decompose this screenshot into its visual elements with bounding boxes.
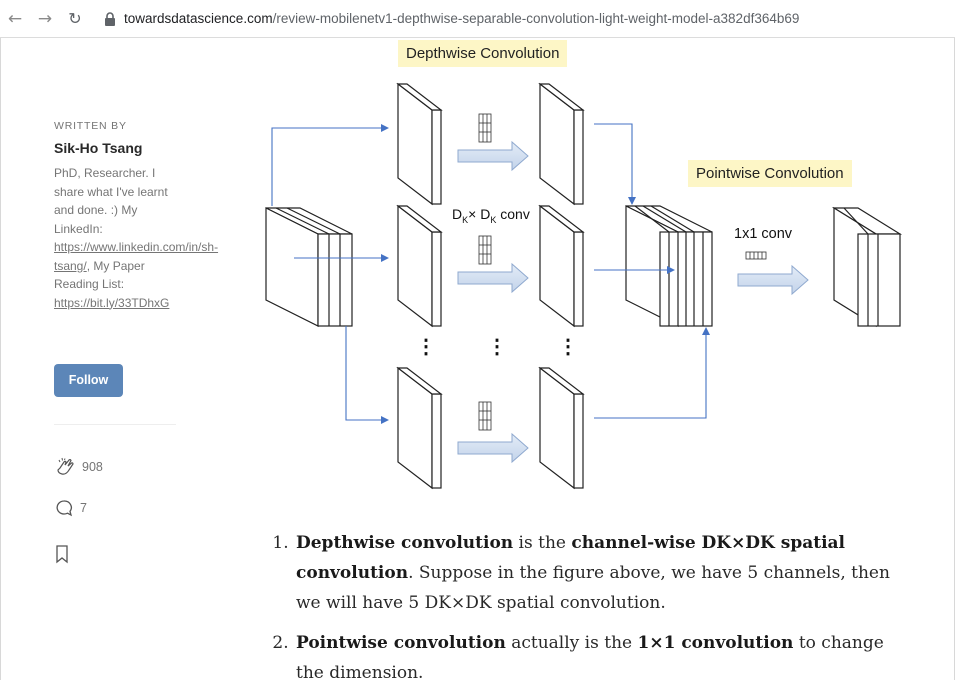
bookmark-button[interactable] bbox=[54, 544, 70, 564]
block-arrow bbox=[457, 262, 529, 294]
intermediate-feature-map bbox=[625, 205, 713, 327]
bold-text: 1×1 convolution bbox=[637, 633, 794, 653]
dk-conv: conv bbox=[496, 206, 530, 222]
comment-icon[interactable] bbox=[54, 498, 74, 518]
response-count: 7 bbox=[80, 501, 87, 515]
ellipsis: ⋮ bbox=[416, 336, 436, 358]
clap-icon[interactable] bbox=[54, 456, 76, 478]
reload-icon[interactable]: ↻ bbox=[68, 9, 82, 28]
depthwise-output-slice bbox=[538, 366, 585, 490]
text: is the bbox=[513, 533, 572, 553]
arrow-right-icon[interactable]: → bbox=[37, 9, 53, 29]
pointwise-label: Pointwise Convolution bbox=[688, 160, 852, 187]
dk-kernel bbox=[478, 113, 492, 143]
connector-arrow bbox=[271, 124, 389, 206]
depthwise-output-slice bbox=[538, 204, 585, 328]
block-arrow bbox=[737, 264, 809, 296]
depthwise-output-slice bbox=[538, 82, 585, 206]
connector-arrow bbox=[594, 123, 636, 205]
article-body: Depthwise convolution is the channel-wis… bbox=[274, 528, 914, 698]
clap-stat[interactable]: 908 bbox=[54, 456, 103, 478]
dk-sub2: K bbox=[490, 214, 497, 225]
clap-count: 908 bbox=[82, 460, 103, 474]
response-stat[interactable]: 7 bbox=[54, 498, 87, 518]
bold-text: Depthwise convolution bbox=[296, 533, 514, 553]
ellipsis: ⋮ bbox=[487, 336, 507, 358]
dk-d1: D bbox=[452, 206, 463, 222]
bio-text-2: , My Paper Reading List: bbox=[54, 258, 145, 292]
pointwise-kernel bbox=[745, 251, 767, 260]
text: to change the dimension. bbox=[296, 633, 884, 683]
arrow-left-icon[interactable]: ← bbox=[7, 9, 23, 29]
dk-conv-label: DK× DK conv bbox=[452, 206, 530, 225]
list-item: Pointwise convolution actually is the 1×… bbox=[294, 628, 914, 688]
reading-list-link[interactable]: https://bit.ly/33TDhxG bbox=[54, 295, 170, 310]
block-arrow bbox=[457, 432, 529, 464]
author-name[interactable]: Sik-Ho Tsang bbox=[54, 140, 143, 156]
block-arrow bbox=[457, 140, 529, 172]
input-feature-map bbox=[265, 207, 353, 327]
url-path: /review-mobilenetv1-depthwise-separable-… bbox=[272, 11, 800, 26]
numbered-list: Depthwise convolution is the channel-wis… bbox=[274, 528, 914, 688]
connector-arrow bbox=[594, 327, 710, 419]
diagram-graphic bbox=[265, 82, 903, 490]
written-by-label: WRITTEN BY bbox=[54, 120, 127, 132]
bookmark-icon[interactable] bbox=[54, 544, 70, 564]
dk-x: × bbox=[468, 206, 481, 222]
bold-text: Pointwise convolution bbox=[296, 633, 506, 653]
list-item: Depthwise convolution is the channel-wis… bbox=[294, 528, 914, 618]
one-by-one-conv-label: 1x1 conv bbox=[734, 226, 793, 242]
bold-text: channel-wise DK×DK spatial convolution bbox=[296, 533, 846, 583]
text: . Suppose in the figure above, we have 5… bbox=[296, 563, 890, 613]
dk-kernel bbox=[478, 401, 492, 431]
output-feature-map bbox=[831, 206, 903, 328]
depthwise-label: Depthwise Convolution bbox=[398, 40, 568, 67]
divider bbox=[54, 424, 176, 425]
dk-kernel bbox=[478, 235, 492, 265]
depthwise-input-slice bbox=[396, 82, 443, 206]
linkedin-link[interactable]: https://www.linkedin.com/in/sh-tsang/ bbox=[54, 240, 219, 273]
text: actually is the bbox=[505, 633, 638, 653]
ellipsis: ⋮ bbox=[558, 336, 578, 358]
lock-icon[interactable] bbox=[104, 12, 116, 26]
depthwise-separable-diagram: Depthwise Convolution Pointwise Convolut… bbox=[190, 38, 950, 518]
depthwise-input-slice bbox=[396, 366, 443, 490]
bio-text: PhD, Researcher. I share what I've learn… bbox=[54, 166, 168, 236]
dk-d2: D bbox=[480, 206, 491, 222]
url-host: towardsdatascience.com bbox=[124, 11, 273, 26]
address-bar[interactable]: towardsdatascience.com/review-mobilenetv… bbox=[124, 11, 799, 26]
author-bio: PhD, Researcher. I share what I've learn… bbox=[54, 164, 218, 312]
depthwise-input-slice bbox=[396, 204, 443, 328]
follow-button[interactable]: Follow bbox=[54, 364, 123, 397]
connector-arrow bbox=[345, 326, 389, 424]
browser-toolbar: ← → ↻ towardsdatascience.com/review-mobi… bbox=[0, 0, 955, 38]
dk-sub1: K bbox=[462, 214, 469, 225]
